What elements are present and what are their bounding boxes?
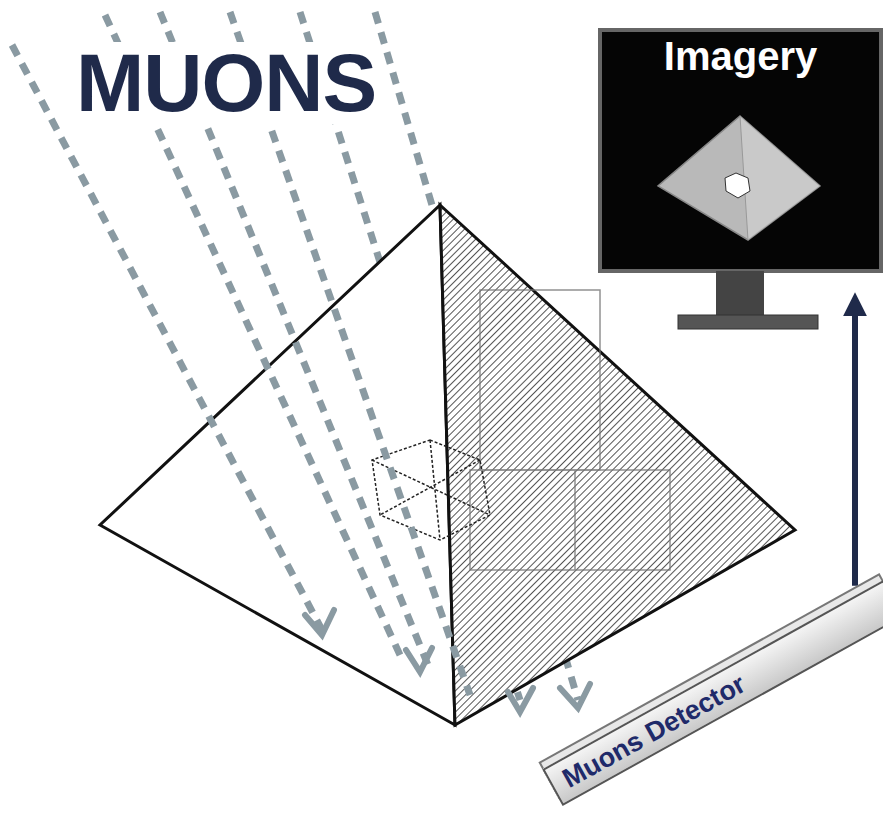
heading-label: MUONS <box>72 42 380 124</box>
monitor-screen: Imagery <box>598 28 883 333</box>
signal-arrow <box>852 303 858 586</box>
muon-arrowhead <box>305 610 590 712</box>
hidden-lines <box>470 290 670 570</box>
muon-track <box>12 12 470 695</box>
pyramid-face <box>440 205 795 725</box>
screen-title: Imagery <box>598 34 883 78</box>
hidden-chamber <box>372 440 490 540</box>
pyramid-face <box>100 205 455 725</box>
